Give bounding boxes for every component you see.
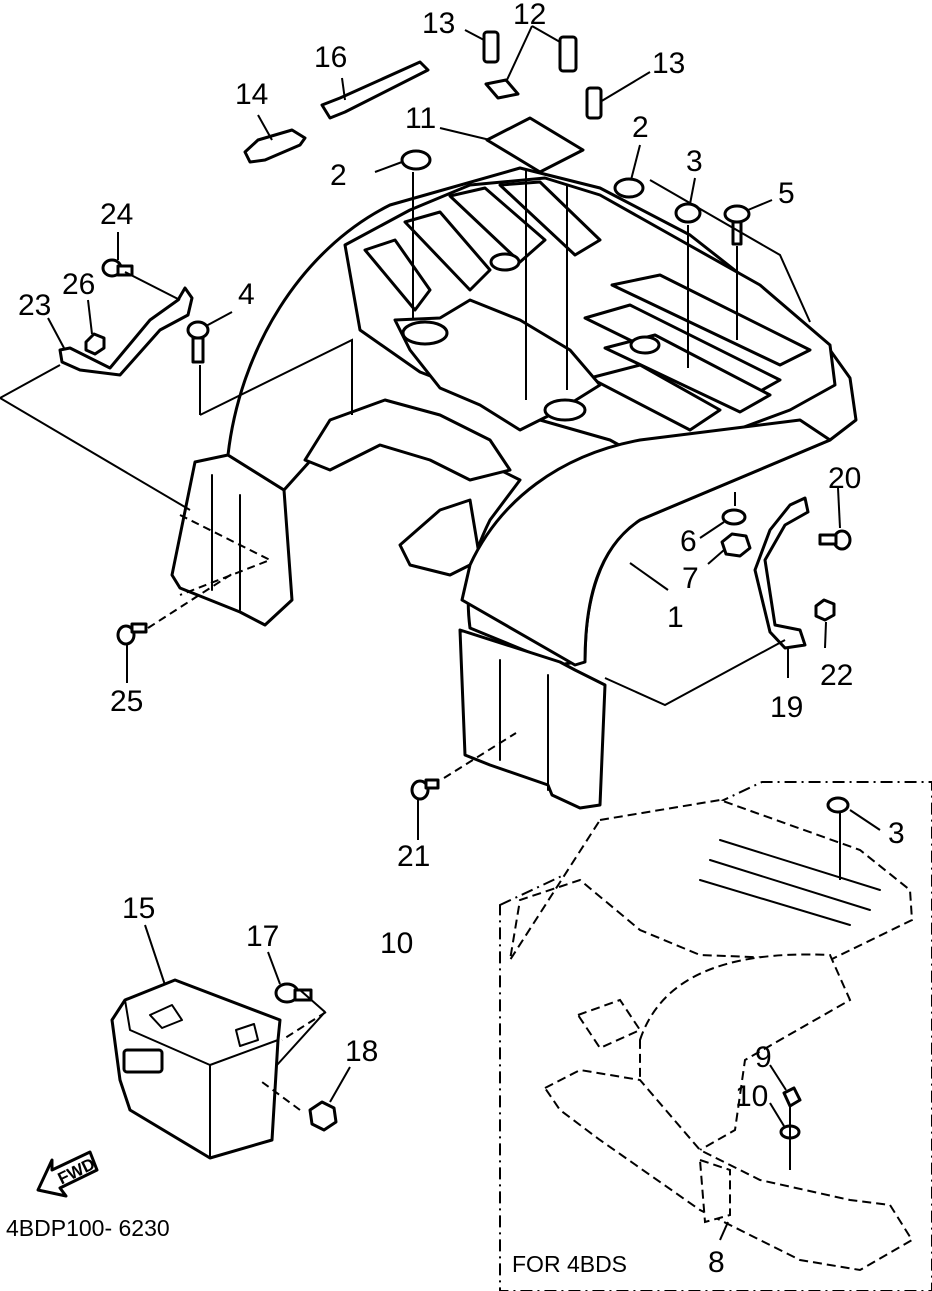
callout-12: 12 xyxy=(513,0,546,31)
rubber-12-front xyxy=(484,78,520,100)
callout-22: 22 xyxy=(820,659,853,692)
bolt-24 xyxy=(101,258,134,278)
callout-5: 5 xyxy=(778,177,795,210)
rubber-12-right xyxy=(558,35,578,73)
callout-numbers: 1 2 2 3 3 4 5 6 7 8 9 10 10 11 12 13 13 … xyxy=(18,0,905,1279)
washer-6 xyxy=(721,508,747,526)
callout-3: 3 xyxy=(686,145,703,178)
inset-label: FOR 4BDS xyxy=(512,1251,627,1277)
callout-8: 8 xyxy=(708,1246,725,1279)
rubber-13-right xyxy=(585,86,603,120)
callout-11: 11 xyxy=(405,102,436,135)
screw-25 xyxy=(116,622,148,646)
callout-20: 20 xyxy=(828,462,861,495)
callout-10-inset: 10 xyxy=(735,1080,768,1113)
plug-3 xyxy=(674,202,702,224)
stay-right xyxy=(753,496,810,650)
callout-17: 17 xyxy=(246,920,279,953)
rubber-13-left xyxy=(482,30,500,64)
callout-16: 16 xyxy=(314,41,347,74)
fwd-arrow: FWD xyxy=(36,1150,99,1198)
pad-11 xyxy=(485,116,585,174)
callout-26: 26 xyxy=(62,268,95,301)
callout-18: 18 xyxy=(345,1035,378,1068)
stay-left xyxy=(58,286,194,377)
callout-10: 10 xyxy=(380,927,413,960)
callout-3-inset: 3 xyxy=(888,817,905,850)
callout-13-right: 13 xyxy=(652,47,685,80)
diagram-code: 4BDP100- 6230 xyxy=(6,1215,170,1241)
callout-2-right: 2 xyxy=(632,111,649,144)
inset-4bds xyxy=(499,781,932,1291)
nut-18 xyxy=(308,1100,338,1132)
callout-2-left: 2 xyxy=(330,159,347,192)
strap-16 xyxy=(320,60,430,120)
callout-14: 14 xyxy=(235,78,268,111)
callout-13-left: 13 xyxy=(422,7,455,40)
nut-7 xyxy=(720,532,752,558)
grommet-2-left xyxy=(400,149,432,171)
callout-15: 15 xyxy=(122,892,155,925)
screw-21 xyxy=(410,778,440,801)
callout-6: 6 xyxy=(680,525,697,558)
callout-4: 4 xyxy=(238,278,255,311)
callout-9: 9 xyxy=(755,1041,772,1074)
callout-7: 7 xyxy=(682,562,699,595)
callout-1: 1 xyxy=(667,601,684,634)
grommet-2-right xyxy=(613,177,645,199)
leader-lines xyxy=(0,25,881,1241)
nut-22 xyxy=(814,598,836,622)
bolt-17 xyxy=(274,982,313,1004)
callout-24: 24 xyxy=(100,198,133,231)
bolt-20 xyxy=(818,529,852,551)
callout-21: 21 xyxy=(397,840,430,873)
box-15 xyxy=(110,978,282,1160)
callout-23: 23 xyxy=(18,289,51,322)
nut-26 xyxy=(84,332,106,356)
bolt-4 xyxy=(186,320,210,364)
rear-fender xyxy=(170,166,858,810)
callout-19: 19 xyxy=(770,691,803,724)
callout-25: 25 xyxy=(110,685,143,718)
bracket-14 xyxy=(243,128,307,164)
